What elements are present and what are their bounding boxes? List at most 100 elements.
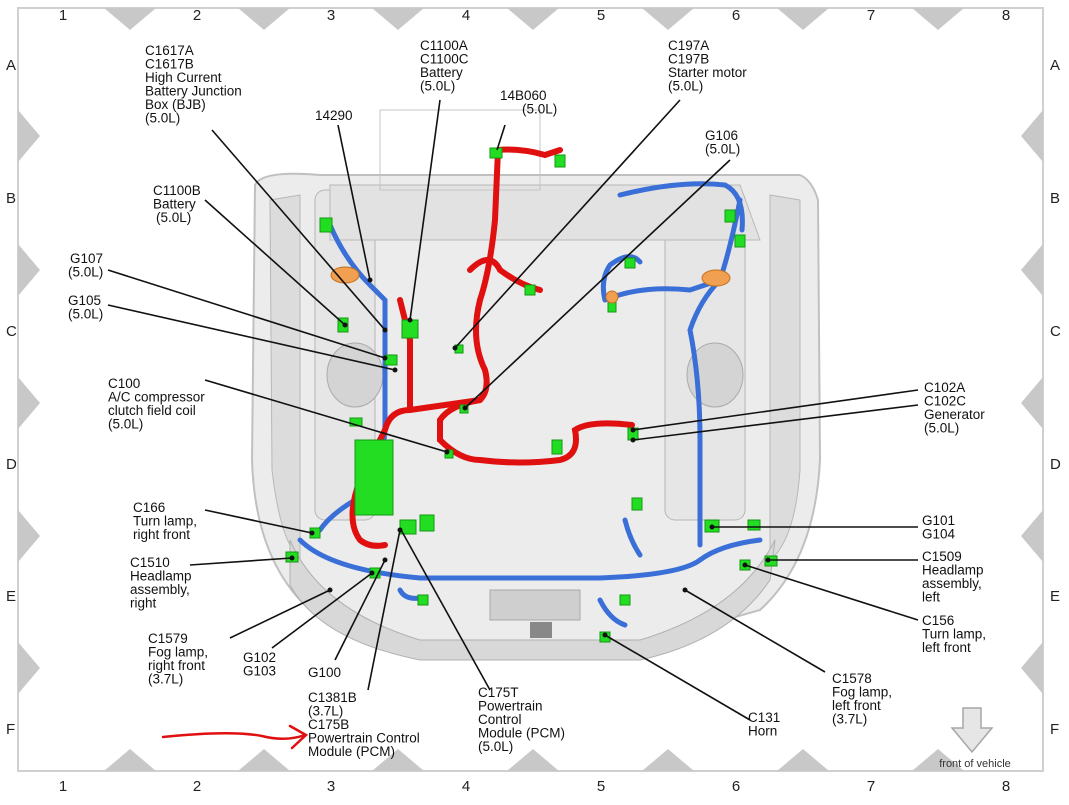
border-triangle — [1021, 244, 1043, 296]
callout-line: C1509 — [922, 549, 962, 564]
engine-bay-body — [250, 109, 822, 661]
callout-line: C131 — [748, 710, 780, 725]
callout-g100: G100 — [308, 665, 341, 680]
callout-line: A/C compressor — [108, 390, 205, 405]
border-triangle — [18, 642, 40, 694]
callout-line: G104 — [922, 527, 956, 542]
callout-line: C1617B — [145, 57, 194, 72]
callout-line: C102A — [924, 380, 965, 395]
callout-line: Module (PCM) — [478, 726, 565, 741]
border-triangle — [642, 8, 694, 30]
border-triangle — [18, 244, 40, 296]
callout-line: Powertrain Control — [308, 731, 420, 746]
callout-line: (5.0L) — [156, 210, 191, 225]
callout-line: C197A — [668, 38, 709, 53]
grid-row-label: E — [6, 588, 16, 605]
callout-line: G103 — [243, 664, 276, 679]
callout-line: (5.0L) — [108, 417, 143, 432]
battery-harness-red — [349, 146, 635, 549]
grid-row-label: F — [6, 721, 15, 738]
callout-line: (5.0L) — [478, 739, 513, 754]
callout-line: right front — [133, 527, 190, 542]
callout-line: Turn lamp, — [133, 514, 197, 529]
grid-column-label: 2 — [193, 7, 201, 24]
callout-line: C175B — [308, 717, 349, 732]
border-triangle — [1021, 110, 1043, 162]
grid-column-label: 8 — [1002, 778, 1010, 795]
callout-line: G101 — [922, 513, 955, 528]
grid-column-label: 8 — [1002, 7, 1010, 24]
grid-row-label: B — [6, 190, 16, 207]
connectors — [285, 147, 778, 643]
callout-line: (5.0L) — [924, 421, 959, 436]
down-arrow-icon — [950, 707, 994, 754]
callout-line: left — [922, 590, 940, 605]
grid-row-label: E — [1050, 588, 1060, 605]
callout-line: C166 — [133, 500, 165, 515]
grid-row-label: A — [6, 57, 16, 74]
callout-line: C1381B — [308, 690, 357, 705]
callout-line: Battery Junction — [145, 84, 242, 99]
callout-line: C156 — [922, 613, 954, 628]
callout-line: Headlamp — [922, 563, 984, 578]
grid-column-label: 6 — [732, 778, 740, 795]
callout-line: 14290 — [315, 108, 353, 123]
grid-row-label: D — [6, 456, 17, 473]
callout-line: left front — [832, 698, 881, 713]
callout-line: Turn lamp, — [922, 627, 986, 642]
callout-line: C1100A — [420, 38, 468, 53]
grid-column-label: 7 — [867, 778, 875, 795]
callout-line: (5.0L) — [68, 265, 103, 280]
leader-arrowheads — [289, 277, 771, 638]
border-triangle — [777, 749, 829, 771]
callout-line: Fog lamp, — [832, 685, 892, 700]
border-triangle — [1021, 642, 1043, 694]
callout-g106: G106(5.0L) — [705, 128, 740, 157]
grid-row-label: C — [1050, 323, 1061, 340]
grid-column-label: 4 — [462, 7, 470, 24]
callout-line: Fog lamp, — [148, 645, 208, 660]
callout-14290: 14290 — [315, 108, 353, 123]
border-triangle — [238, 749, 290, 771]
callout-line: High Current — [145, 70, 222, 85]
front-of-vehicle-label: front of vehicle — [939, 758, 1011, 770]
annotation-arrow — [161, 724, 309, 750]
callout-line: Box (BJB) — [145, 97, 206, 112]
grid-column-label: 6 — [732, 7, 740, 24]
callout-line: (5.0L) — [668, 79, 703, 94]
grid-row-label: B — [1050, 190, 1060, 207]
callout-line: (5.0L) — [420, 79, 455, 94]
callout-line: C1617A — [145, 43, 194, 58]
callout-line: left front — [922, 640, 971, 655]
grid-column-label: 4 — [462, 778, 470, 795]
grid-column-label: 7 — [867, 7, 875, 24]
border-triangle — [372, 8, 424, 30]
callout-line: G100 — [308, 665, 341, 680]
callout-line: Starter motor — [668, 65, 747, 80]
border-triangle — [18, 377, 40, 429]
callout-line: Headlamp — [130, 569, 192, 584]
grid-column-label: 3 — [327, 778, 335, 795]
border-triangle — [238, 8, 290, 30]
callout-line: Battery — [153, 197, 196, 212]
border-triangle — [1021, 510, 1043, 562]
callout-line: (5.0L) — [522, 102, 557, 117]
border-triangle — [372, 749, 424, 771]
callout-line: (3.7L) — [308, 704, 343, 719]
callout-line: Battery — [420, 65, 463, 80]
callout-line: C175T — [478, 685, 519, 700]
